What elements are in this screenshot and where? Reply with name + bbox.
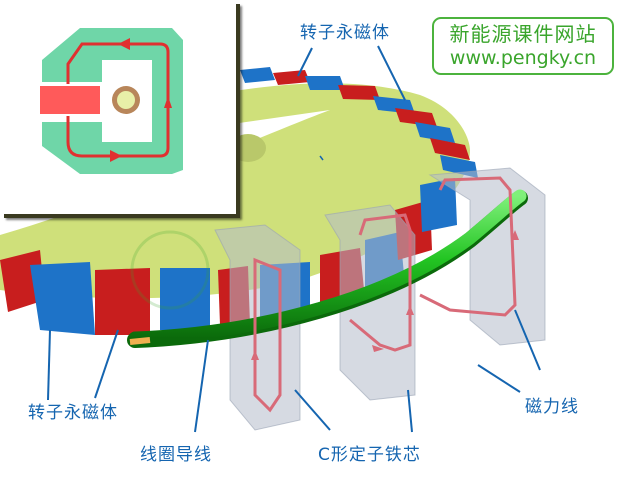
brand-title: 新能源课件网站 [449,22,597,46]
coil-wire-section [40,86,100,114]
flux-lines [253,176,517,413]
label-rotor-magnet-top: 转子永磁体 [300,23,390,43]
leader-lines [47,45,541,433]
coil-wire [127,189,528,348]
brand-url: www.pengky.cn [449,47,597,69]
label-coil-wire: 线圈导线 [140,445,212,465]
cross-section-inset [0,0,236,214]
cross-section-diagram [40,28,183,174]
watermark [130,230,210,310]
label-flux-lines: 磁力线 [525,397,579,417]
brand-badge: 新能源课件网站 www.pengky.cn [432,17,614,75]
label-rotor-magnet-bottom: 转子永磁体 [28,403,118,423]
rotor-magnets-top [240,67,478,178]
flux-arrow-icon [110,150,122,162]
label-c-stator-core: C形定子铁芯 [318,445,421,465]
flux-arrow-icons [251,230,519,360]
flux-arrow-icon [118,38,130,50]
flux-arrow-icon [164,96,172,108]
